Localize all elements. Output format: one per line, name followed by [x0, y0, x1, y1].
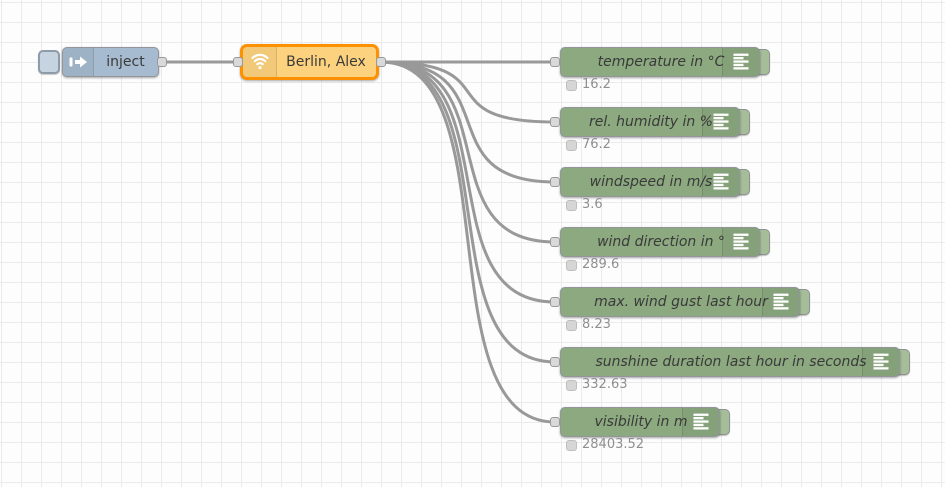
status-text: 76.2 [582, 137, 611, 152]
debug-input-port[interactable] [550, 297, 560, 307]
debug-list-icon [733, 53, 749, 70]
debug-node-body[interactable]: temperature in °C [560, 47, 760, 77]
debug-node-body[interactable]: wind direction in ° [560, 227, 760, 257]
debug-list-icon [693, 413, 709, 430]
weather-icon-region [243, 47, 277, 77]
debug-node-label: temperature in °C [597, 54, 725, 70]
debug-icon-region [722, 228, 759, 256]
debug-input-port[interactable] [550, 417, 560, 427]
inject-arrow-icon [69, 56, 87, 68]
debug-node-label: sunshine duration last hour in seconds [595, 354, 867, 370]
debug-input-port[interactable] [550, 237, 560, 247]
debug-list-icon [873, 353, 889, 370]
inject-trigger-button[interactable] [38, 50, 60, 74]
weather-node-berlin-alex[interactable]: Berlin, Alex [240, 44, 379, 80]
debug-node-body[interactable]: sunshine duration last hour in seconds [560, 347, 900, 377]
status-indicator [566, 440, 577, 451]
debug-node-label: windspeed in m/s [589, 174, 713, 190]
debug-input-port[interactable] [550, 117, 560, 127]
debug-icon-region [862, 348, 899, 376]
debug-list-icon [713, 113, 729, 130]
status-indicator [566, 140, 577, 151]
status-text: 289.6 [582, 257, 620, 272]
status-text: 8.23 [582, 317, 611, 332]
debug-list-icon [733, 233, 749, 250]
debug-node-body[interactable]: rel. humidity in % [560, 107, 740, 137]
debug-icon-region [722, 48, 759, 76]
inject-node-label: inject [106, 54, 145, 70]
debug-list-icon [773, 293, 789, 310]
debug-input-port[interactable] [550, 57, 560, 67]
inject-icon-region [63, 48, 94, 76]
status-text: 28403.52 [582, 437, 645, 452]
debug-node-label: wind direction in ° [597, 234, 725, 250]
debug-icon-region [702, 108, 739, 136]
status-indicator [566, 80, 577, 91]
weather-output-port[interactable] [376, 57, 386, 67]
debug-input-port[interactable] [550, 177, 560, 187]
wire-weather-to-debug-6[interactable] [380, 60, 556, 424]
wire-weather-to-debug-1[interactable] [380, 60, 556, 124]
status-indicator [566, 380, 577, 391]
status-text: 16.2 [582, 77, 611, 92]
wifi-icon [250, 53, 269, 70]
wire-weather-to-debug-4[interactable] [380, 60, 556, 304]
debug-icon-region [762, 288, 799, 316]
debug-node-label: rel. humidity in % [589, 114, 713, 130]
debug-icon-region [682, 408, 719, 436]
status-text: 332.63 [582, 377, 628, 392]
status-text: 3.6 [582, 197, 603, 212]
debug-node-label: visibility in m [594, 414, 688, 430]
debug-node-body[interactable]: windspeed in m/s [560, 167, 740, 197]
status-indicator [566, 320, 577, 331]
debug-icon-region [702, 168, 739, 196]
debug-node-body[interactable]: visibility in m [560, 407, 720, 437]
inject-output-port[interactable] [157, 57, 167, 67]
status-indicator [566, 200, 577, 211]
weather-node-label: Berlin, Alex [286, 54, 366, 70]
wire-weather-to-debug-5[interactable] [380, 60, 556, 364]
debug-list-icon [713, 173, 729, 190]
debug-node-body[interactable]: max. wind gust last hour [560, 287, 800, 317]
wire-weather-to-debug-3[interactable] [380, 60, 556, 244]
debug-node-label: max. wind gust last hour [594, 294, 768, 310]
inject-node[interactable]: inject [62, 47, 159, 77]
weather-input-port[interactable] [233, 57, 243, 67]
debug-input-port[interactable] [550, 357, 560, 367]
wire-weather-to-debug-2[interactable] [380, 60, 556, 184]
status-indicator [566, 260, 577, 271]
